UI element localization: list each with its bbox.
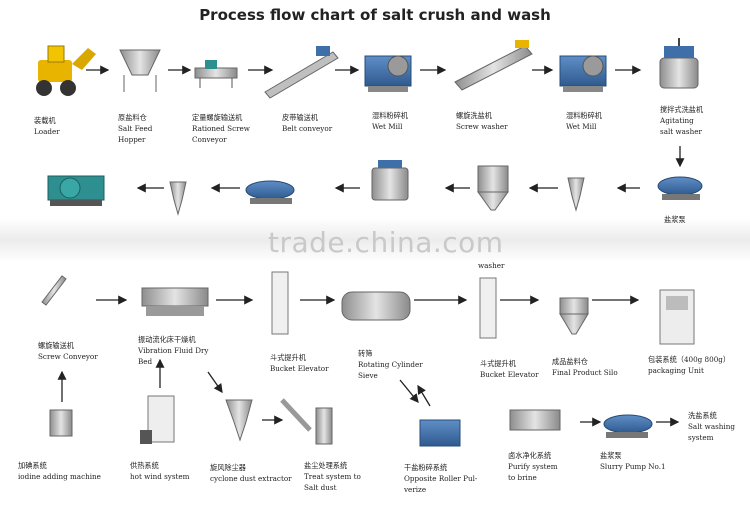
- pump-row2-machine: [245, 180, 295, 204]
- centrifuge-machine: [47, 175, 105, 206]
- screw-conveyor-machine: [41, 275, 67, 306]
- hot-wind-machine: [140, 395, 175, 444]
- watermark-text: trade.china.com: [268, 226, 504, 259]
- cyclone-right-machine: [567, 177, 585, 212]
- bucket-elevator-1-machine: [271, 271, 289, 335]
- slurry-pump-1-machine: [603, 414, 653, 438]
- page-title: Process flow chart of salt crush and was…: [199, 6, 551, 24]
- agitator-tank-machine: [371, 160, 409, 201]
- agitating-washer-machine: [659, 38, 699, 89]
- vibration-bed-machine: [141, 287, 209, 316]
- flow-arrows: [57, 65, 685, 427]
- tank-cone-machine: [477, 165, 509, 211]
- wet-mill-1-machine: [364, 55, 412, 92]
- iodine-machine: [49, 409, 73, 437]
- final-silo-machine: [559, 297, 589, 335]
- label-slurry-pump-top: 盐浆泵: [664, 215, 686, 224]
- wet-mill-2-machine: [559, 55, 607, 92]
- purify-brine-machine: [509, 409, 561, 431]
- cyclone-extractor-machine: [225, 399, 253, 442]
- stray-washer-text: washer: [478, 261, 505, 270]
- watermark-band: [0, 218, 750, 262]
- dust-treat-machine: [280, 398, 333, 445]
- screw-washer-machine: [454, 40, 533, 91]
- bucket-elevator-2-machine: [479, 277, 497, 339]
- cyclone-left-machine: [169, 181, 187, 216]
- packaging-machine: [659, 289, 695, 345]
- rationed-screw-machine: [194, 60, 238, 88]
- belt-conveyor-machine: [264, 46, 339, 99]
- rotating-sieve-machine: [341, 291, 411, 321]
- label-packaging: 包装系统（400g 800g）packaging Unit: [648, 355, 731, 375]
- feed-hopper-machine: [119, 49, 161, 92]
- slurry-pump-top-machine: [657, 176, 703, 200]
- roller-pulverize-machine: [419, 419, 461, 447]
- loader-machine: [36, 45, 96, 96]
